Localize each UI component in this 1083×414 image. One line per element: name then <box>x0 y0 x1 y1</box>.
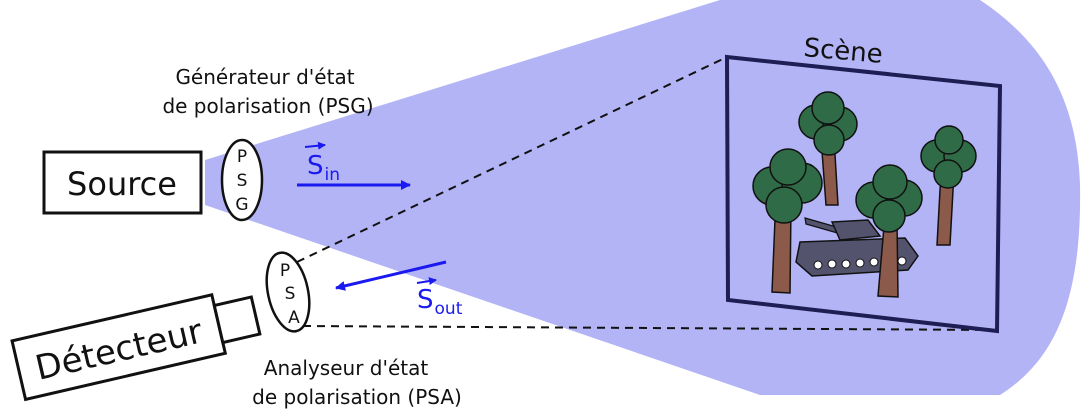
source-box <box>42 150 203 215</box>
detector-lens <box>212 295 262 345</box>
psa-letter-p: P <box>280 261 290 281</box>
tree-icon <box>855 164 923 298</box>
scene-label: Scène <box>802 33 884 70</box>
s-in-vector-mark <box>304 141 326 150</box>
s-out-vector-mark <box>416 277 437 286</box>
psg-letter-p: P <box>237 147 247 167</box>
psa-title-line2: de polarisation (PSA) <box>252 385 462 409</box>
psg-title-line1: Générateur d'état <box>175 65 354 89</box>
detector-assembly: Détecteur <box>10 293 262 402</box>
psg-element <box>220 138 264 222</box>
psa-letter-s: S <box>285 284 296 304</box>
s-in-label: Sin <box>307 151 340 185</box>
s-out-label: Sout <box>417 285 463 319</box>
detector-fov-bottom <box>302 325 998 331</box>
psa-letter-a: A <box>288 308 300 328</box>
psg-letter-s: S <box>237 171 248 191</box>
psa-element <box>265 251 311 333</box>
tree-icon <box>752 148 823 294</box>
tree-icon <box>920 125 977 246</box>
psa-title-line1: Analyseur d'état <box>264 356 429 380</box>
source-label: Source <box>67 165 177 203</box>
psg-letter-g: G <box>235 195 248 215</box>
tree-icon <box>798 91 858 206</box>
detector-fov-top <box>296 56 728 263</box>
s-out-arrow <box>335 260 447 291</box>
psg-title-line2: de polarisation (PSG) <box>162 94 373 118</box>
